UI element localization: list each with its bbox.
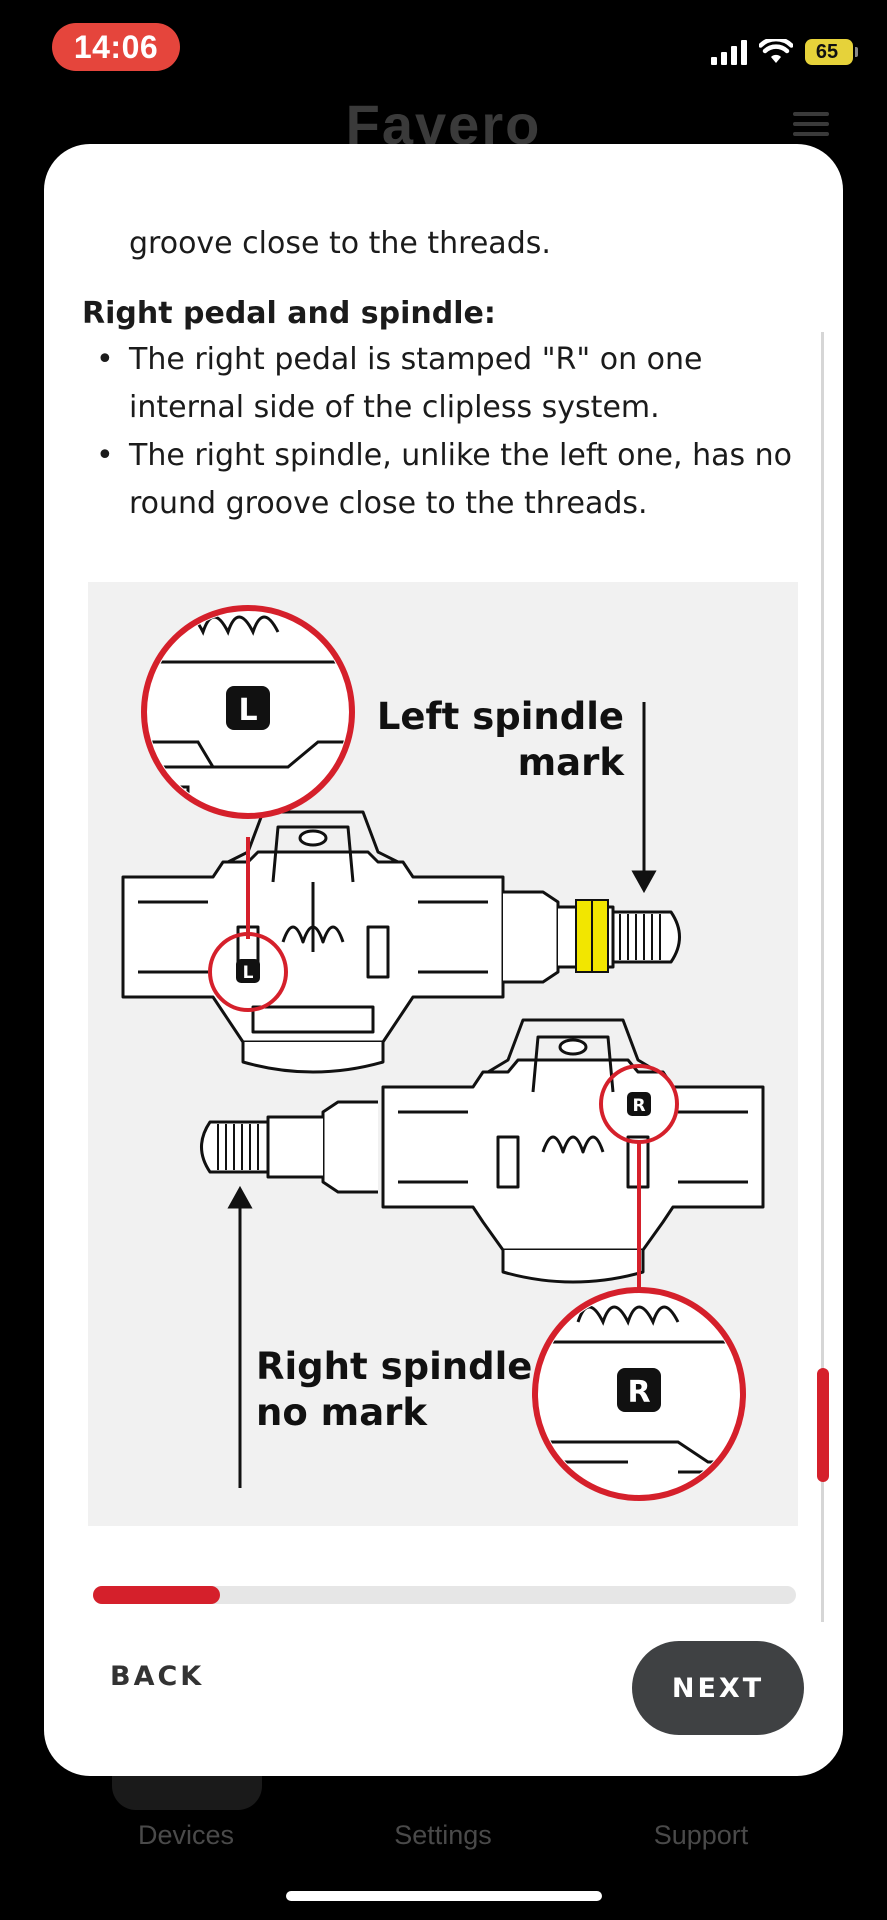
list-item: The right pedal is stamped "R" on one in… xyxy=(82,336,802,432)
left-mark-small-circle xyxy=(208,932,288,1012)
back-button[interactable]: BACK xyxy=(110,1644,204,1708)
right-spindle-threads xyxy=(217,1124,259,1170)
scrollbar-thumb[interactable] xyxy=(817,1368,829,1482)
svg-text:L: L xyxy=(238,693,257,728)
right-spindle-label: Right spindle no mark xyxy=(256,1345,533,1434)
pedal-illustration: L L R R Left spindle mark xyxy=(88,582,798,1526)
progress-fill xyxy=(93,1586,220,1604)
svg-text:R: R xyxy=(627,1375,650,1410)
menu-search-icon[interactable] xyxy=(793,112,829,142)
section-heading: Right pedal and spindle: xyxy=(82,296,496,331)
bottom-tab-bar: Devices Settings Support xyxy=(0,1820,887,1860)
svg-text:L: L xyxy=(243,963,254,983)
battery-icon: 65 xyxy=(805,39,858,65)
pedal-guide-modal: groove close to the threads. Right pedal… xyxy=(44,144,843,1776)
next-button[interactable]: NEXT xyxy=(632,1641,804,1735)
tab-settings[interactable]: Settings xyxy=(394,1820,492,1850)
status-time: 14:06 xyxy=(52,23,180,71)
indicator-arrows xyxy=(227,702,657,1488)
left-pedal-drawing xyxy=(121,810,615,1074)
badge-l-small: L xyxy=(236,959,260,983)
scrollbar-track[interactable] xyxy=(821,332,824,1622)
cellular-signal-icon xyxy=(711,39,747,65)
pedal-diagram: L L R R xyxy=(121,605,765,1501)
right-mark-small-circle xyxy=(599,1064,679,1144)
svg-text:R: R xyxy=(632,1096,645,1116)
left-spindle-label: Left spindle mark xyxy=(376,695,624,784)
tab-devices[interactable]: Devices xyxy=(137,1820,235,1850)
tab-support[interactable]: Support xyxy=(653,1820,749,1850)
left-spindle-threads xyxy=(619,914,661,960)
bullet-list: The right pedal is stamped "R" on one in… xyxy=(82,336,802,528)
wifi-icon xyxy=(759,39,793,63)
battery-level: 65 xyxy=(815,40,839,63)
badge-r-large: R xyxy=(617,1368,661,1412)
home-indicator xyxy=(286,1891,602,1901)
right-pedal-drawing xyxy=(200,1018,765,1284)
progress-bar xyxy=(93,1586,796,1604)
badge-r-small: R xyxy=(627,1092,651,1116)
status-icons: 65 xyxy=(711,36,858,68)
list-item: The right spindle, unlike the left one, … xyxy=(82,432,802,528)
badge-l-large: L xyxy=(226,686,270,730)
cut-off-text: groove close to the threads. xyxy=(129,226,551,261)
